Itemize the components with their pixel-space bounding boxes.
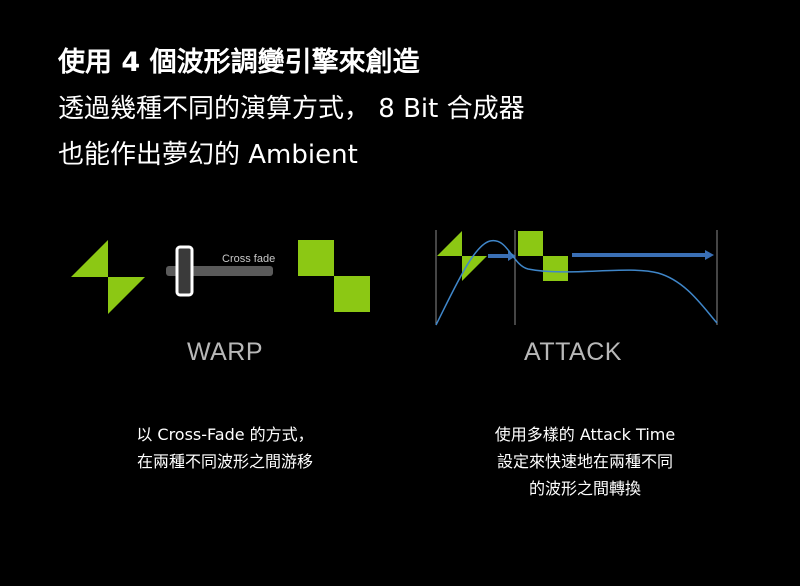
- attack-caption-line-2: 設定來快速地在兩種不同: [496, 452, 673, 471]
- attack-square-wave-top: [518, 231, 543, 256]
- headline-line-1: 使用 4 個波形調變引擎來創造: [58, 47, 420, 78]
- attack-caption: 使用多樣的 Attack Time 設定來快速地在兩種不同 的波形之間轉換: [460, 421, 710, 502]
- attack-arrow-long-head: [705, 250, 714, 260]
- crossfade-slider-label: Cross fade: [222, 253, 276, 265]
- warp-diagram: [71, 240, 370, 314]
- attack-diagram: [435, 230, 718, 326]
- crossfade-slider-knob[interactable]: [175, 245, 194, 297]
- warp-square-wave-top: [298, 240, 334, 276]
- warp-caption-line-1: 以 Cross-Fade 的方式，: [136, 425, 314, 444]
- attack-saw-wave-top: [437, 231, 462, 256]
- warp-saw-wave-top: [71, 240, 108, 277]
- headline-line-2: 透過幾種不同的演算方式， 8 Bit 合成器: [58, 94, 525, 124]
- warp-caption: 以 Cross-Fade 的方式， 在兩種不同波形之間游移: [100, 421, 350, 475]
- headline: 使用 4 個波形調變引擎來創造 透過幾種不同的演算方式， 8 Bit 合成器 也…: [58, 40, 778, 178]
- warp-caption-line-2: 在兩種不同波形之間游移: [136, 452, 313, 471]
- attack-caption-line-1: 使用多樣的 Attack Time: [494, 425, 676, 444]
- warp-square-wave-bottom: [334, 276, 370, 312]
- attack-square-wave-bottom: [543, 256, 568, 281]
- attack-envelope-curve: [435, 240, 718, 326]
- headline-line-3: 也能作出夢幻的 Ambient: [58, 140, 358, 170]
- warp-title: WARP: [186, 338, 264, 366]
- warp-saw-wave-bottom: [108, 277, 145, 314]
- attack-title: ATTACK: [524, 338, 622, 366]
- attack-caption-line-3: 的波形之間轉換: [528, 479, 641, 498]
